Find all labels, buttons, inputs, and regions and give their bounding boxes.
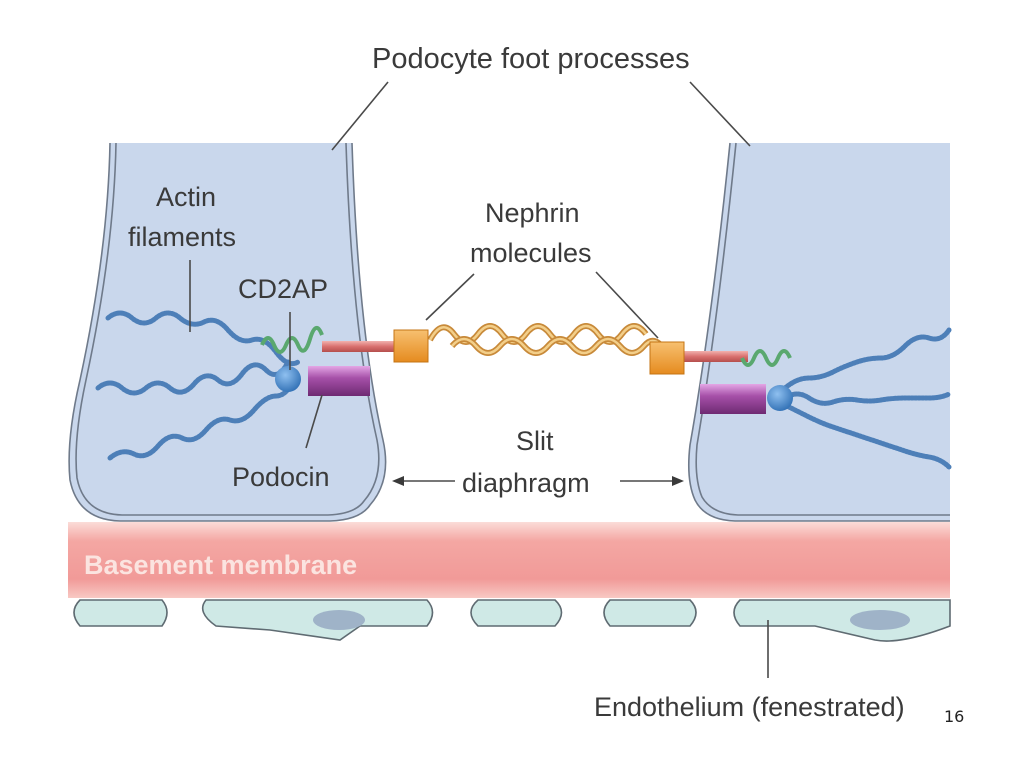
endothelium-label: Endothelium (fenestrated) <box>594 692 905 722</box>
endothelium <box>73 599 951 642</box>
nephrin-rod-right <box>680 351 748 362</box>
page-number: 16 <box>944 707 964 726</box>
slit-diaphragm-arrows <box>392 476 684 486</box>
left-slit-complex <box>260 326 400 396</box>
slit-diaphragm-label-line2: diaphragm <box>462 468 590 498</box>
actin-filaments-label-line1: Actin <box>156 182 216 212</box>
podocin-label: Podocin <box>232 462 330 492</box>
nephrin-label-line2: molecules <box>470 238 592 268</box>
basement-membrane: Basement membrane <box>68 522 950 598</box>
slit-diaphragm-label-line1: Slit <box>516 426 554 456</box>
nephrin-molecules <box>393 323 685 375</box>
nephrin-box-left <box>393 329 429 363</box>
cd2ap-ball-left <box>275 366 301 392</box>
nephrin-label-line1: Nephrin <box>485 198 580 228</box>
cd2ap-right <box>740 349 792 367</box>
leader-lines <box>189 81 769 678</box>
cd2ap-left <box>260 326 324 354</box>
cd2ap-label: CD2AP <box>238 274 328 304</box>
podocin-right <box>700 384 766 414</box>
right-slit-complex <box>680 349 793 414</box>
right-foot-process <box>688 142 950 522</box>
nephrin-box-right <box>649 341 685 375</box>
actin-filaments-right <box>782 327 952 470</box>
nephrin-rod-left <box>322 341 400 352</box>
basement-membrane-label: Basement membrane <box>84 550 357 580</box>
podocin-left <box>308 366 370 396</box>
actin-filaments-left <box>95 310 301 461</box>
actin-filaments-label-line2: filaments <box>128 222 236 252</box>
cd2ap-ball-right <box>767 385 793 411</box>
podocyte-foot-processes-label: Podocyte foot processes <box>372 43 690 75</box>
